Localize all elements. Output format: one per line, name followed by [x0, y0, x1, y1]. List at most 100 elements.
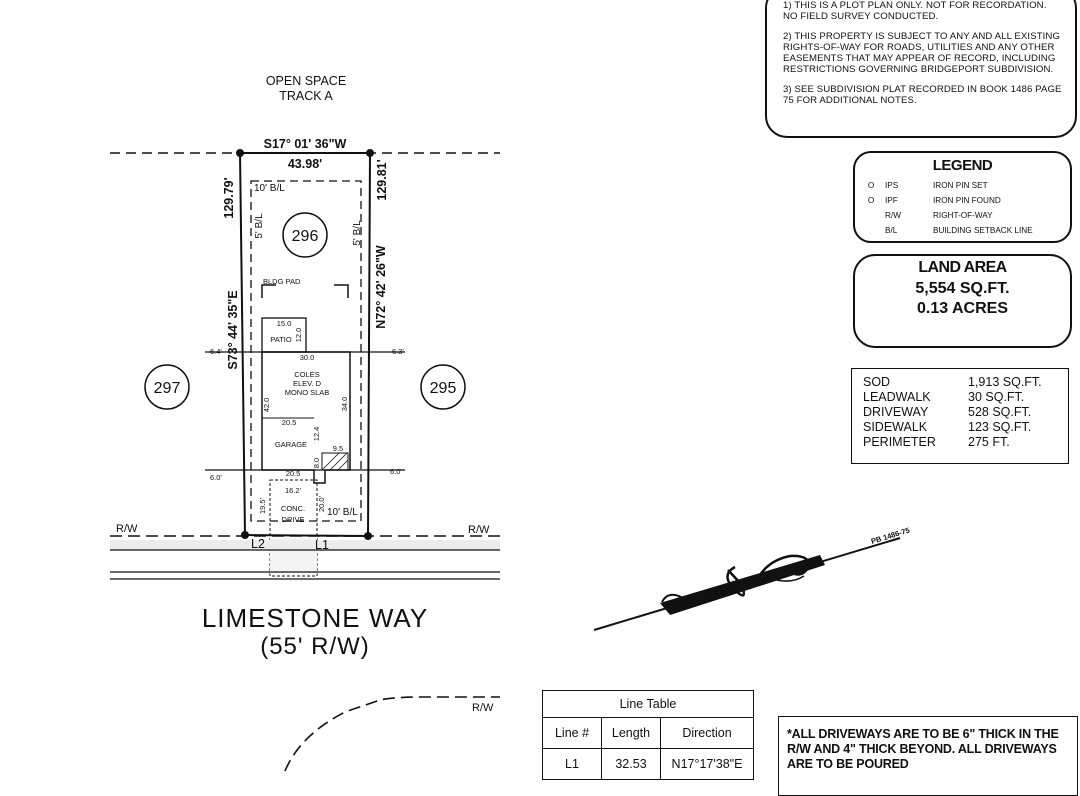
iron-pin-found-ne — [366, 149, 374, 157]
iron-pin-found-sw — [241, 531, 249, 539]
west-setback-label: 5' B/L — [254, 213, 265, 239]
leadwalk-hatch — [337, 459, 349, 471]
east-setback-label: 5' B/L — [352, 220, 363, 246]
track-label: TRACK A — [279, 89, 333, 103]
driveway-width: 16.2' — [285, 486, 302, 495]
lot-296-number: 296 — [292, 228, 319, 245]
plat-book-reference: PB 1486-75 — [870, 526, 911, 546]
land-area-sqft: 5,554 SQ.FT. — [915, 280, 1010, 297]
bldg-pad-label: BLDG PAD — [263, 277, 301, 286]
table-row: L1 32.53 N17°17'38"E — [543, 749, 753, 780]
leadwalk-hatch — [321, 452, 340, 471]
driveway-label-2: DRIVE — [282, 515, 305, 524]
offset-left-lower: 6.0' — [210, 473, 222, 482]
house-width: 30.0 — [300, 353, 315, 362]
note-2: 2) THIS PROPERTY IS SUBJECT TO ANY AND A… — [783, 31, 1061, 75]
area-value: 275 FT. — [968, 435, 1010, 449]
legend-box: LEGEND O IPS IRON PIN SET O IPF IRON PIN… — [853, 151, 1072, 243]
street-row-width: (55' R/W) — [260, 633, 370, 660]
driveway-length-left: 19.5' — [258, 497, 267, 514]
patio-label: PATIO — [270, 335, 292, 344]
general-notes: 1) THIS IS A PLOT PLAN ONLY. NOT FOR REC… — [765, 0, 1077, 138]
column-header: Length — [602, 718, 661, 748]
house-foundation: MONO SLAB — [285, 388, 330, 397]
west-distance: 129.79' — [222, 177, 236, 218]
area-label: LEADWALK — [863, 390, 931, 404]
leadwalk-width: 9.5 — [333, 444, 343, 453]
table-cell: L1 — [543, 749, 602, 779]
legend-abbr: IPS — [885, 181, 899, 190]
line-table: Line Table Line # Length Direction L1 32… — [542, 690, 754, 780]
garage-width-top: 20.5 — [282, 418, 297, 427]
line-l1-label: L1 — [315, 538, 329, 552]
offset-left-upper: 6.4' — [210, 347, 222, 356]
area-label: SOD — [863, 375, 891, 389]
legend-symbol — [863, 223, 879, 238]
east-bearing: N72° 42' 26"W — [374, 245, 388, 329]
offset-right-upper: 6.3' — [392, 347, 404, 356]
area-row: LEADWALK 30 SQ.FT. — [863, 390, 1068, 405]
driveway-note: *ALL DRIVEWAYS ARE TO BE 6" THICK IN THE… — [778, 716, 1078, 796]
land-area-acres: 0.13 ACRES — [917, 300, 1008, 317]
column-header: Line # — [543, 718, 602, 748]
lot-295-circle — [420, 364, 466, 410]
plot-plan-drawing: OPEN SPACE TRACK A S17° 01' 36"W 43.98' … — [110, 74, 911, 771]
lot-296-circle — [282, 212, 328, 258]
column-header: Direction — [682, 726, 732, 740]
leadwalk-hatch — [329, 452, 348, 471]
legend-item: O IPF IRON PIN FOUND — [863, 193, 1062, 208]
rw-label-left: R/W — [116, 523, 138, 535]
garage-label: GARAGE — [275, 440, 307, 449]
note-1: 1) THIS IS A PLOT PLAN ONLY. NOT FOR REC… — [783, 0, 1047, 22]
area-label: PERIMETER — [863, 435, 936, 449]
lot-boundary — [239, 152, 372, 538]
area-row: DRIVEWAY 528 SQ.FT. — [863, 405, 1068, 420]
east-distance: 129.81' — [375, 159, 389, 200]
legend-symbol — [863, 208, 879, 223]
legend-desc: IRON PIN SET — [933, 181, 988, 190]
legend-desc: IRON PIN FOUND — [933, 196, 1001, 205]
table-cell: N17°17'38"E — [671, 757, 743, 771]
west-bearing: S73° 44' 35"E — [226, 290, 240, 369]
land-area-title: LAND AREA — [918, 259, 1007, 276]
corner-right-of-way — [284, 696, 500, 771]
iron-pin-icon: O — [867, 196, 875, 205]
legend-abbr: B/L — [885, 226, 898, 235]
note-3: 3) SEE SUBDIVISION PLAT RECORDED IN BOOK… — [783, 84, 1062, 106]
lot-295-number: 295 — [430, 380, 457, 397]
lot-297-number: 297 — [154, 380, 181, 397]
table-cell: 32.53 — [602, 749, 661, 779]
area-row: PERIMETER 275 FT. — [863, 435, 1068, 450]
sidewalk-strip — [110, 540, 500, 550]
front-setback-label: 10' B/L — [327, 507, 358, 518]
line-table-title: Line Table — [543, 691, 753, 718]
driveway-length-right: 20.0' — [317, 495, 326, 512]
setback-lines — [250, 180, 362, 522]
rw-label-right: R/W — [468, 524, 490, 536]
driveway-label-1: CONC. — [281, 504, 305, 513]
house-model: COLES — [294, 370, 319, 379]
area-value: 30 SQ.FT. — [968, 390, 1025, 404]
area-label: DRIVEWAY — [863, 405, 929, 419]
area-value: 528 SQ.FT. — [968, 405, 1032, 419]
garage-width-bottom: 20.5 — [286, 469, 301, 478]
legend-title: LEGEND — [932, 157, 993, 174]
iron-pin-icon: O — [867, 181, 875, 190]
rear-setback-label: 10' B/L — [254, 183, 285, 194]
legend-item: B/L BUILDING SETBACK LINE — [863, 223, 1062, 238]
legend-abbr: IPF — [885, 196, 898, 205]
north-bearing: S17° 01' 36"W — [264, 137, 347, 151]
house-depth-right: 34.0 — [340, 397, 349, 412]
house-elevation: ELEV. D — [293, 379, 322, 388]
legend-item: O IPS IRON PIN SET — [863, 178, 1062, 193]
area-value: 123 SQ.FT. — [968, 420, 1032, 434]
north-arrow — [593, 537, 901, 631]
house-depth-left: 42.0 — [262, 398, 271, 413]
legend-desc: RIGHT-OF-WAY — [933, 211, 993, 220]
open-space-label: OPEN SPACE — [266, 74, 346, 88]
lot-297-circle — [144, 364, 190, 410]
patio-width: 15.0 — [277, 319, 292, 328]
